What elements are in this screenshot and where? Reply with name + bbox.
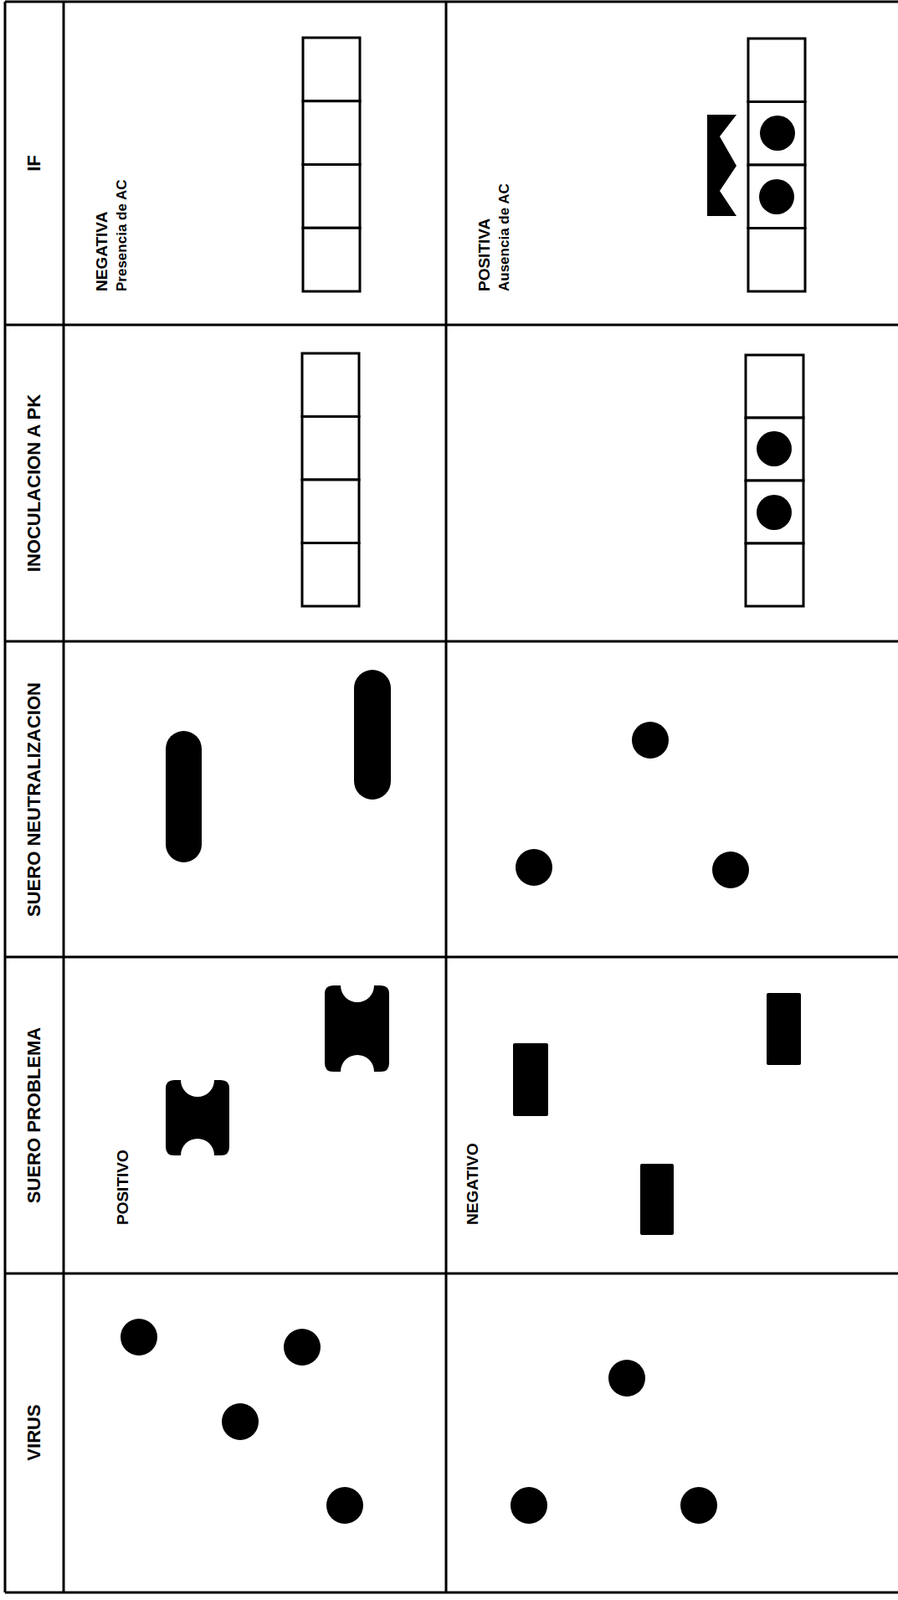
cell-well [302,164,360,229]
cell-well [302,353,360,417]
virus-particle [221,1402,259,1440]
virus-particle [283,1328,321,1365]
serum-antibodies [165,985,801,1235]
result-note: Ausencia de AC [497,183,512,292]
negative-serum-block [640,1163,674,1235]
infected-cell-dot [759,115,796,151]
negative-serum-block [766,992,801,1065]
virus-particle [515,848,553,886]
virus-particle [120,1318,158,1355]
virus-particle [510,1486,548,1524]
grid-line [5,955,898,959]
neutralized-complex [354,669,391,800]
cell-well [748,228,806,293]
infected-cell-dot [756,494,792,530]
cell-well [745,417,804,481]
cell-well [748,38,806,103]
virus-particle [326,1486,364,1524]
negative-serum-block [513,1042,549,1116]
cell-well [302,479,360,544]
cell-well [302,101,360,165]
cell-well [748,164,806,229]
infected-cell-dot [756,431,792,467]
neutralized-complex [165,730,202,863]
grid-line [445,1,448,1592]
fluorescence-mark [707,114,737,216]
result-note: Presencia de AC [114,179,129,292]
column-header: IF [25,154,44,172]
grid-line [62,1,66,1592]
column-header: VIRUS [25,1403,44,1460]
cell-well [745,480,804,544]
virus-particle [712,851,750,888]
cell-well [745,354,804,418]
virus-particles [120,1318,718,1524]
column-header: INOCULACION A PK [25,394,44,572]
infected-cell-dot [759,179,795,215]
cell-well [302,37,360,102]
cell-well [748,102,806,166]
grid-line [5,640,898,643]
cell-well [302,416,360,481]
grid-line [4,1,7,1592]
result-label: POSITIVA [476,218,493,292]
cell-well [302,227,360,292]
antibody-shape [324,985,390,1072]
result-label: POSITIVO [114,1149,131,1225]
virus-particle [680,1486,718,1524]
column-header: SUERO PROBLEMA [25,1026,44,1203]
cell-well [302,543,360,607]
neutralization-shapes [165,669,750,888]
antibody-shape [165,1079,230,1155]
infected-cells [707,114,796,530]
grid-line [5,323,898,327]
column-header: SUERO NEUTRALIZACION [25,682,44,917]
cell-well [745,543,804,606]
table-grid [5,1,898,1592]
virus-particle [608,1359,646,1396]
grid-line [5,1272,898,1275]
result-label: NEGATIVA [93,211,110,292]
grid-line [5,0,898,4]
result-label: NEGATIVO [464,1142,481,1225]
cell-wells [302,37,806,606]
virus-particle [631,721,669,759]
grid-line [5,1590,898,1594]
